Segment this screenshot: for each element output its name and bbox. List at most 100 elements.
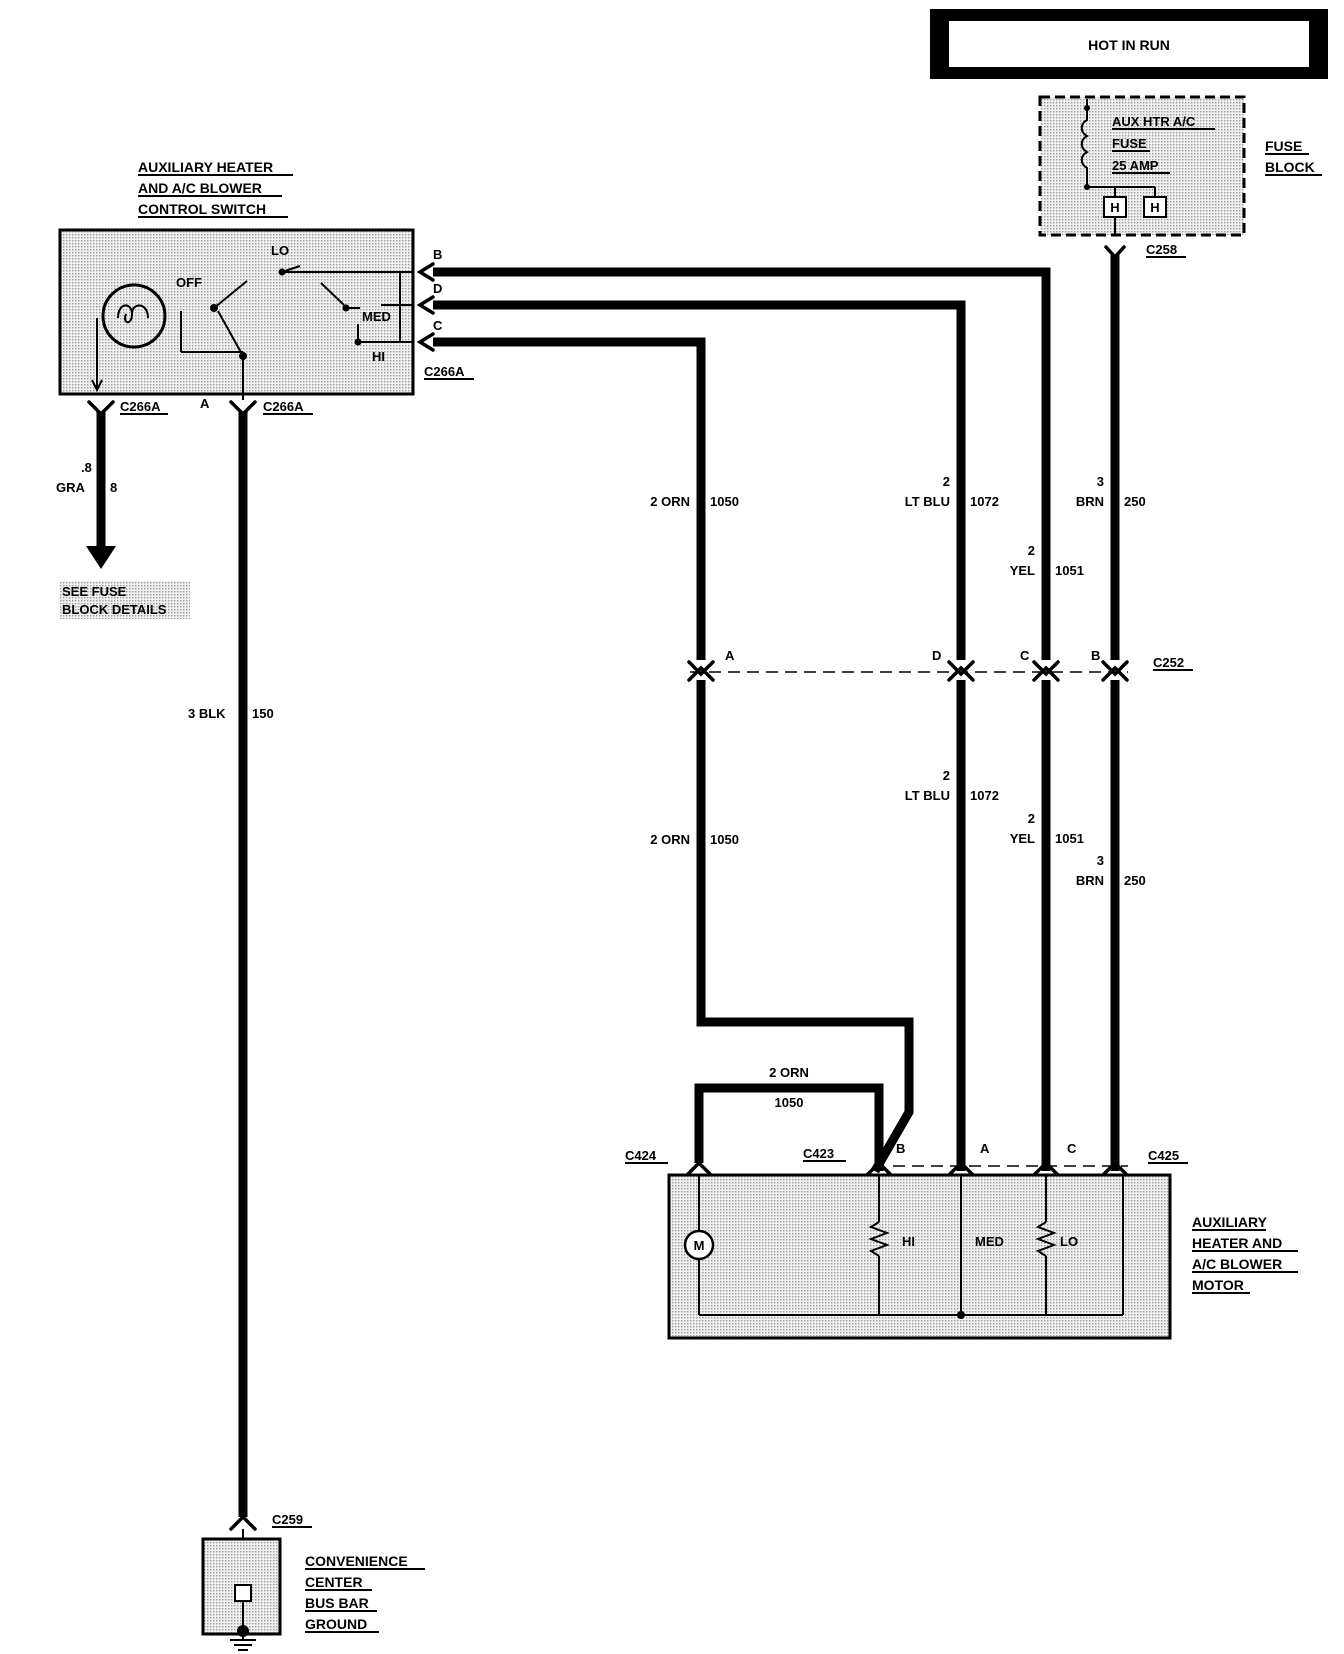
svg-text:LT BLU: LT BLU [905, 494, 950, 509]
motor-title-4: MOTOR [1192, 1277, 1244, 1293]
svg-text:1050: 1050 [775, 1095, 804, 1110]
motor-title-2: HEATER AND [1192, 1235, 1282, 1251]
switch-pos-med: MED [362, 309, 391, 324]
svg-text:1051: 1051 [1055, 831, 1084, 846]
svg-text:250: 250 [1124, 873, 1146, 888]
svg-text:C: C [433, 318, 443, 333]
switch-pos-off: OFF [176, 275, 202, 290]
svg-text:BRN: BRN [1076, 873, 1104, 888]
svg-text:M: M [694, 1238, 705, 1253]
svg-text:C266A: C266A [120, 399, 161, 414]
svg-text:LT BLU: LT BLU [905, 788, 950, 803]
switch-pos-lo: LO [271, 243, 289, 258]
resistor-hi-icon [868, 1221, 890, 1257]
fuse-label-line2: FUSE [1112, 136, 1147, 151]
svg-text:3 BLK: 3 BLK [188, 706, 226, 721]
svg-text:A: A [725, 648, 735, 663]
wire-orn-1050-upper [433, 337, 706, 660]
svg-text:H: H [1150, 200, 1159, 215]
svg-text:C259: C259 [272, 1512, 303, 1527]
svg-text:BLOCK DETAILS: BLOCK DETAILS [62, 602, 167, 617]
svg-text:C258: C258 [1146, 242, 1177, 257]
ground-title-4: GROUND [305, 1616, 367, 1632]
svg-text:C266A: C266A [424, 364, 465, 379]
lamp-icon [101, 283, 167, 349]
svg-text:2 ORN: 2 ORN [650, 832, 690, 847]
svg-text:1050: 1050 [710, 832, 739, 847]
svg-text:C425: C425 [1148, 1148, 1179, 1163]
svg-text:B: B [896, 1141, 905, 1156]
switch-pos-hi: HI [372, 349, 385, 364]
ground-bus-bar [201, 1529, 282, 1651]
svg-text:C266A: C266A [263, 399, 304, 414]
svg-text:2 ORN: 2 ORN [650, 494, 690, 509]
terminal-h-2 [1143, 196, 1167, 218]
fuse-icon [1080, 108, 1090, 187]
svg-text:C: C [1020, 648, 1030, 663]
control-switch: LO OFF MED HI [58, 228, 415, 400]
svg-text:GRA: GRA [56, 480, 86, 495]
wire-orn-1050-lower [696, 680, 914, 1174]
svg-text:C423: C423 [803, 1146, 834, 1161]
motor-icon [683, 1229, 715, 1261]
svg-text:D: D [932, 648, 941, 663]
connector-c425-a [947, 1160, 975, 1177]
svg-text:1072: 1072 [970, 788, 999, 803]
switch-title-3: CONTROL SWITCH [138, 201, 266, 217]
ground-title-1: CONVENIENCE [305, 1553, 408, 1569]
svg-text:2: 2 [1028, 811, 1035, 826]
fuse-details-note [60, 581, 190, 619]
connector-c266a-d [416, 295, 435, 315]
svg-text:MED: MED [975, 1234, 1004, 1249]
svg-text:1051: 1051 [1055, 563, 1084, 578]
svg-text:LO: LO [1060, 1234, 1078, 1249]
svg-text:C: C [1067, 1141, 1077, 1156]
svg-text:2 ORN: 2 ORN [769, 1065, 809, 1080]
fuse-block-title-1: FUSE [1265, 138, 1302, 154]
wire-orn-1050-jumper [694, 1083, 884, 1171]
svg-text:C424: C424 [625, 1148, 657, 1163]
connector-c424 [685, 1160, 713, 1177]
connector-c266a-c [416, 332, 435, 352]
connector-c425-b [1101, 1160, 1129, 1177]
wire-yel-1051-upper [433, 267, 1051, 660]
connector-c423 [865, 1160, 893, 1177]
svg-text:A: A [980, 1141, 990, 1156]
svg-text:2: 2 [943, 768, 950, 783]
wire-ltblu-1072-upper [433, 300, 966, 660]
connector-c252-label: C252 [1153, 655, 1184, 670]
svg-text:.8: .8 [81, 460, 92, 475]
svg-text:B: B [433, 247, 442, 262]
connector-c425-c [1032, 1160, 1060, 1177]
svg-text:250: 250 [1124, 494, 1146, 509]
svg-text:YEL: YEL [1010, 563, 1035, 578]
svg-text:3: 3 [1097, 474, 1104, 489]
connector-c259 [229, 1514, 257, 1531]
svg-text:HI: HI [902, 1234, 915, 1249]
svg-text:1072: 1072 [970, 494, 999, 509]
svg-text:1050: 1050 [710, 494, 739, 509]
svg-text:A: A [200, 396, 210, 411]
connector-c266a-b [416, 262, 435, 282]
switch-title-2: AND A/C BLOWER [138, 180, 262, 196]
svg-text:H: H [1110, 200, 1119, 215]
svg-text:2: 2 [1028, 543, 1035, 558]
fuse-label-line1: AUX HTR A/C [1112, 114, 1196, 129]
motor-title-3: A/C BLOWER [1192, 1256, 1282, 1272]
ground-title-3: BUS BAR [305, 1595, 369, 1611]
svg-text:8: 8 [110, 480, 117, 495]
ground-title-2: CENTER [305, 1574, 363, 1590]
svg-text:3: 3 [1097, 853, 1104, 868]
svg-text:YEL: YEL [1010, 831, 1035, 846]
blower-motor: M HI MED LO [667, 1173, 1172, 1340]
svg-text:D: D [433, 281, 442, 296]
svg-text:SEE FUSE: SEE FUSE [62, 584, 127, 599]
svg-text:2: 2 [943, 474, 950, 489]
switch-title-1: AUXILIARY HEATER [138, 159, 273, 175]
fuse-label-line3: 25 AMP [1112, 158, 1159, 173]
resistor-lo-icon [1035, 1221, 1057, 1257]
motor-title-1: AUXILIARY [1192, 1214, 1268, 1230]
svg-text:B: B [1091, 648, 1100, 663]
fuse-block: H H AUX HTR A/C FUSE 25 AMP [1038, 95, 1246, 237]
